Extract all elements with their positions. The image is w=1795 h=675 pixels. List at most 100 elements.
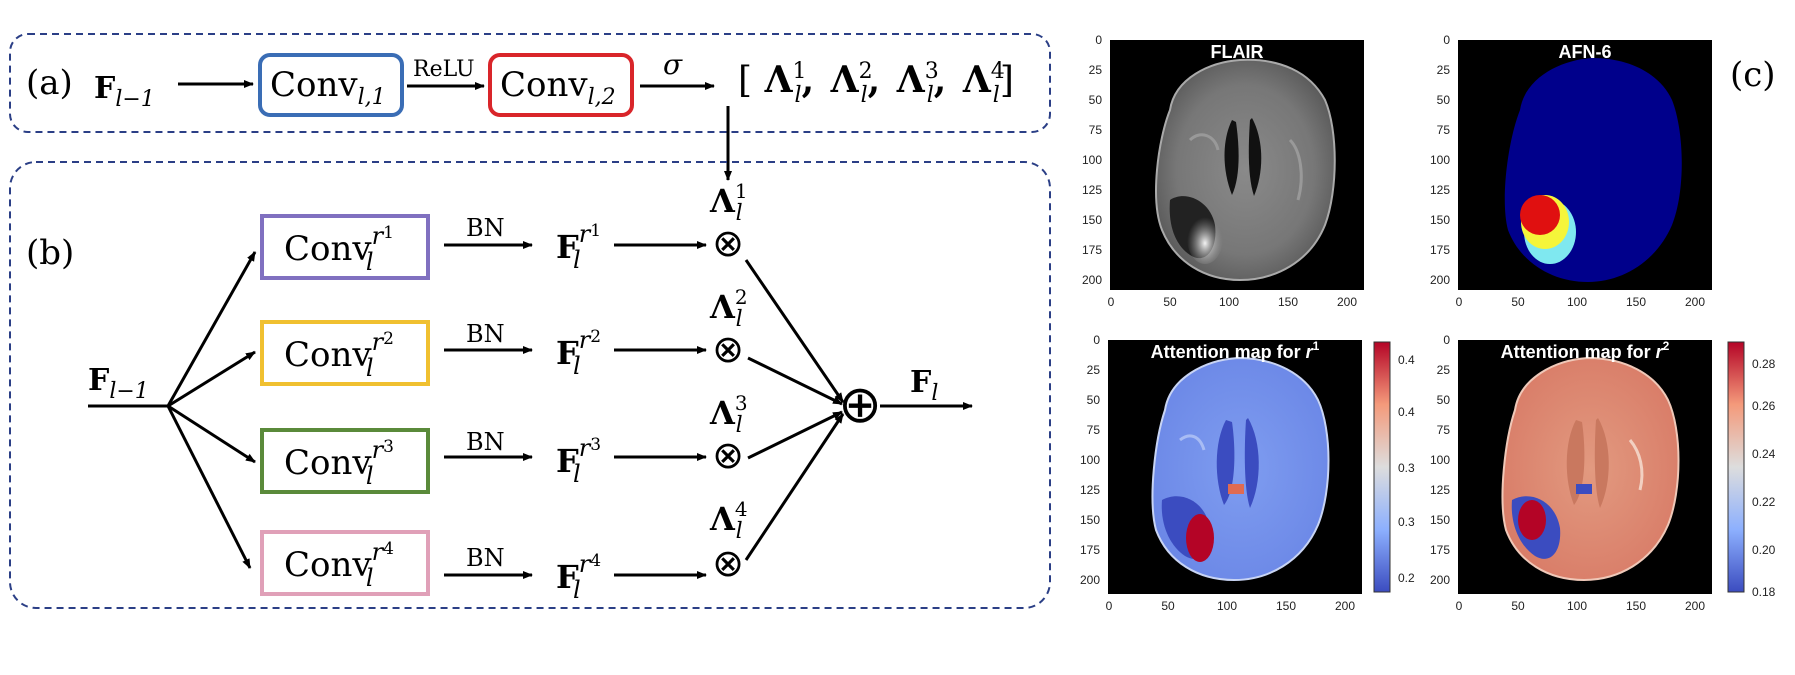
- svg-text:0.4: 0.4: [1398, 353, 1415, 367]
- multiply-4: ⊗: [712, 543, 744, 585]
- svg-text:0: 0: [1108, 295, 1115, 309]
- panel-b-tag: (b): [26, 233, 74, 273]
- svg-text:25: 25: [1437, 63, 1451, 77]
- svg-text:125: 125: [1430, 183, 1450, 197]
- svg-text:200: 200: [1685, 599, 1705, 613]
- svg-text:150: 150: [1080, 513, 1100, 527]
- merge-arrow-3: [747, 410, 843, 460]
- conv-r1-box: [260, 214, 430, 280]
- conv-l2-label: Convl,2: [500, 65, 616, 110]
- svg-text:75: 75: [1087, 423, 1101, 437]
- svg-text:200: 200: [1430, 573, 1450, 587]
- svg-text:150: 150: [1082, 213, 1102, 227]
- panel-c: (c) FLAIR 0 25 50 75 100 125 150: [1080, 33, 1776, 613]
- svg-text:50: 50: [1511, 599, 1525, 613]
- bn-label-1: BN: [466, 214, 505, 242]
- svg-text:100: 100: [1219, 295, 1239, 309]
- svg-text:25: 25: [1089, 63, 1103, 77]
- svg-text:50: 50: [1163, 295, 1177, 309]
- attn-r1-brain: [1151, 356, 1330, 582]
- conv-l1-box: [258, 53, 404, 117]
- svg-text:100: 100: [1080, 453, 1100, 467]
- svg-text:200: 200: [1082, 273, 1102, 287]
- svg-text:100: 100: [1082, 153, 1102, 167]
- svg-text:150: 150: [1430, 513, 1450, 527]
- svg-text:0: 0: [1095, 33, 1102, 47]
- svg-text:0: 0: [1443, 33, 1450, 47]
- svg-text:50: 50: [1511, 295, 1525, 309]
- svg-text:175: 175: [1430, 243, 1450, 257]
- svg-text:0.26: 0.26: [1752, 399, 1776, 413]
- panel-b-output-label: Fl: [910, 365, 938, 406]
- merge-arrow-1: [744, 259, 845, 403]
- svg-text:200: 200: [1335, 599, 1355, 613]
- svg-text:0.24: 0.24: [1752, 447, 1776, 461]
- plot-attention-r2-yticks: 0 25 50 75 100 125 150 175 200: [1430, 333, 1450, 587]
- panel-b-dashed-frame: [9, 161, 1051, 609]
- bn-label-4: BN: [466, 544, 505, 572]
- bn-label-3: BN: [466, 428, 505, 456]
- svg-text:200: 200: [1337, 295, 1357, 309]
- attn-r2-brain: [1501, 356, 1680, 582]
- plot-attention-r1-yticks: 0 25 50 75 100 125 150 175 200: [1080, 333, 1100, 587]
- svg-text:0.3: 0.3: [1398, 461, 1415, 475]
- colorbar-r1-ticks: 0.4 0.4 0.3 0.3 0.2: [1398, 353, 1415, 585]
- colorbar-r2: [1727, 341, 1745, 593]
- sum-node: ⊕: [838, 376, 882, 434]
- svg-text:175: 175: [1080, 543, 1100, 557]
- multiply-2: ⊗: [712, 329, 744, 371]
- svg-text:0.20: 0.20: [1752, 543, 1776, 557]
- svg-text:25: 25: [1087, 363, 1101, 377]
- panel-c-tag: (c): [1730, 55, 1776, 95]
- svg-text:0.18: 0.18: [1752, 585, 1776, 599]
- colorbar-r1: [1373, 341, 1391, 593]
- sigma-label: σ: [663, 48, 683, 81]
- svg-text:75: 75: [1437, 423, 1451, 437]
- svg-text:200: 200: [1080, 573, 1100, 587]
- plot-flair-yticks: 0 25 50 75 100 125 150 175 200: [1082, 33, 1102, 287]
- svg-text:175: 175: [1430, 543, 1450, 557]
- panel-a-tag: (a): [26, 63, 73, 103]
- plot-attention-r1-title: Attention map for r1: [1151, 339, 1320, 362]
- afn6-tumor-core: [1520, 195, 1560, 235]
- svg-text:50: 50: [1089, 93, 1103, 107]
- fan-arrow-3: [167, 404, 256, 464]
- svg-text:125: 125: [1082, 183, 1102, 197]
- plot-afn6-xticks: 0 50 100 150 200: [1456, 295, 1706, 309]
- conv-r4-box: [260, 530, 430, 596]
- svg-text:200: 200: [1685, 295, 1705, 309]
- svg-text:0: 0: [1456, 599, 1463, 613]
- plot-afn6-title: AFN-6: [1559, 42, 1612, 62]
- plot-flair: FLAIR 0 25 50 75 100 125 150 175 200 0 5…: [1082, 33, 1364, 309]
- svg-text:125: 125: [1430, 483, 1450, 497]
- relu-label: ReLU: [413, 57, 475, 82]
- multiply-1: ⊗: [712, 223, 744, 265]
- svg-text:0.28: 0.28: [1752, 357, 1776, 371]
- fan-arrow-2: [167, 350, 256, 408]
- multiply-3: ⊗: [712, 435, 744, 477]
- fan-arrow-4: [166, 405, 252, 569]
- panel-a-input-label: Fl−1: [94, 71, 155, 112]
- svg-text:0.4: 0.4: [1398, 405, 1415, 419]
- svg-text:0.22: 0.22: [1752, 495, 1776, 509]
- svg-text:50: 50: [1161, 599, 1175, 613]
- svg-text:75: 75: [1437, 123, 1451, 137]
- svg-text:0.2: 0.2: [1398, 571, 1415, 585]
